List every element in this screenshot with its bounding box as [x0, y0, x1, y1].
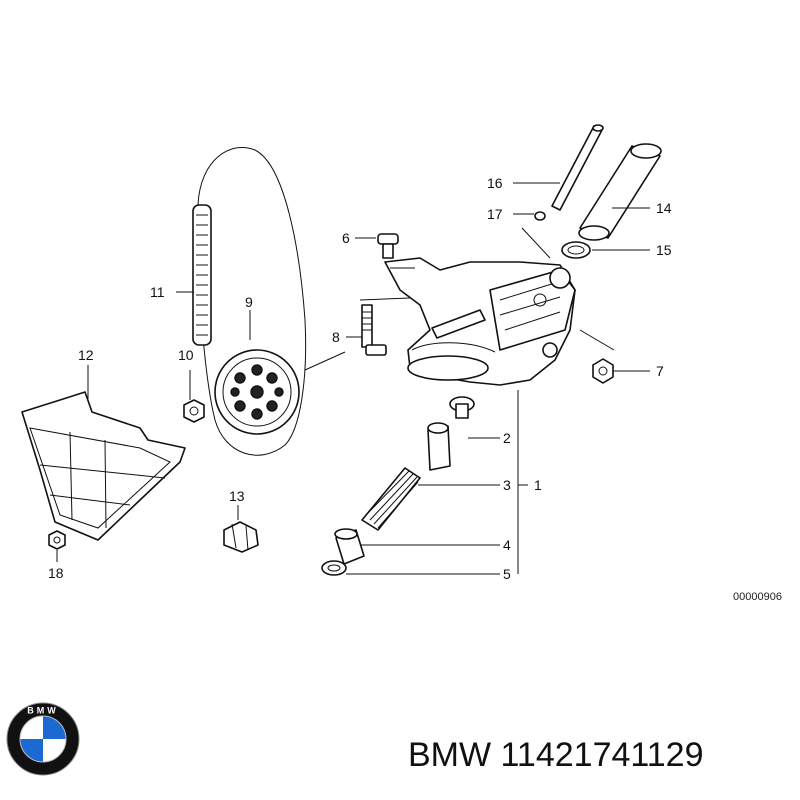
- o-ring-part-17: [534, 211, 546, 221]
- bmw-logo: BMW: [6, 702, 80, 776]
- callout-16: 16: [487, 175, 503, 191]
- callout-11: 11: [150, 284, 165, 300]
- timing-chain-loop: [197, 146, 307, 456]
- callout-5: 5: [503, 566, 511, 582]
- piston-part-2: [427, 396, 475, 471]
- callout-15: 15: [656, 242, 672, 258]
- ring-part-15: [561, 241, 591, 259]
- part-number: 11421741129: [500, 736, 704, 774]
- brand-name: BMW: [408, 736, 492, 774]
- spring-part-3: [361, 467, 421, 531]
- callout-10: 10: [178, 347, 194, 363]
- nut-part-18: [48, 530, 66, 550]
- callout-1: 1: [534, 477, 542, 493]
- callout-2: 2: [503, 430, 511, 446]
- ring-part-5: [321, 560, 347, 576]
- callout-13: 13: [229, 488, 245, 504]
- pipe-part-16: [551, 124, 604, 211]
- callout-12: 12: [78, 347, 94, 363]
- callout-17: 17: [487, 206, 503, 222]
- callout-9: 9: [245, 294, 253, 310]
- sprocket-gear: [214, 349, 300, 435]
- callout-8: 8: [332, 329, 340, 345]
- callout-14: 14: [656, 200, 672, 216]
- timing-chain-segment: [192, 204, 212, 346]
- clip-part-13: [223, 521, 259, 553]
- diagram-reference-number: 00000906: [733, 591, 782, 603]
- brand-part-number: BMW 11421741129: [408, 736, 704, 775]
- callout-6: 6: [342, 230, 350, 246]
- cover-plate: [21, 391, 186, 541]
- nut-part-7: [592, 358, 614, 384]
- callout-7: 7: [656, 363, 664, 379]
- leader-lines: [56, 182, 650, 575]
- logo-lettering: BMW: [27, 706, 59, 716]
- callout-4: 4: [503, 537, 511, 553]
- sleeve-part-4: [334, 528, 365, 565]
- bolt-part-6: [377, 233, 399, 259]
- callout-3: 3: [503, 477, 511, 493]
- callout-18: 18: [48, 565, 64, 581]
- nut-part-10: [183, 399, 205, 423]
- oil-pump-body: [384, 257, 576, 386]
- sleeve-part-14: [578, 143, 662, 241]
- bolt-part-8: [361, 304, 387, 356]
